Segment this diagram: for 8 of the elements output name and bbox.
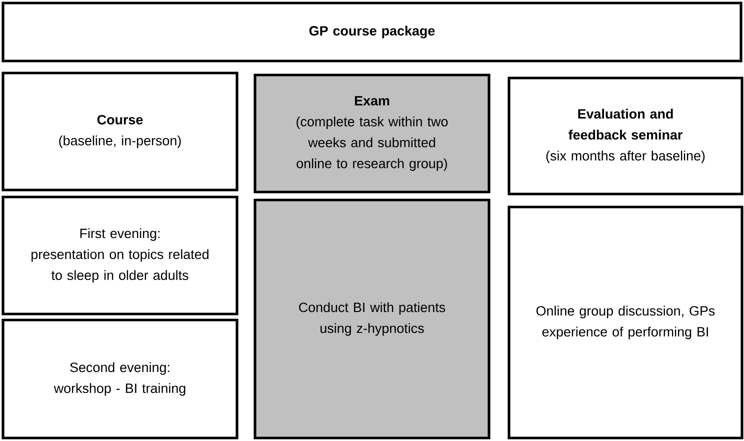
text-box: Second evening: workshop - BI training bbox=[2, 318, 238, 440]
text-box: Online group discussion, GPs experience of performing BI bbox=[508, 206, 744, 440]
text-box: Course (baseline, in-person) bbox=[2, 72, 238, 192]
text-box: First evening: presentation on topics related to sleep in older adults bbox=[2, 196, 238, 316]
text-box: Conduct BI with patients using z-hypnotics bbox=[254, 198, 490, 440]
text-box: Evaluation and feedback seminar (six months after baseline) bbox=[508, 76, 744, 196]
heading-box: GP course package bbox=[2, 2, 742, 62]
text-box: Exam (complete task within two weeks and submitted online to research group) bbox=[254, 74, 490, 194]
